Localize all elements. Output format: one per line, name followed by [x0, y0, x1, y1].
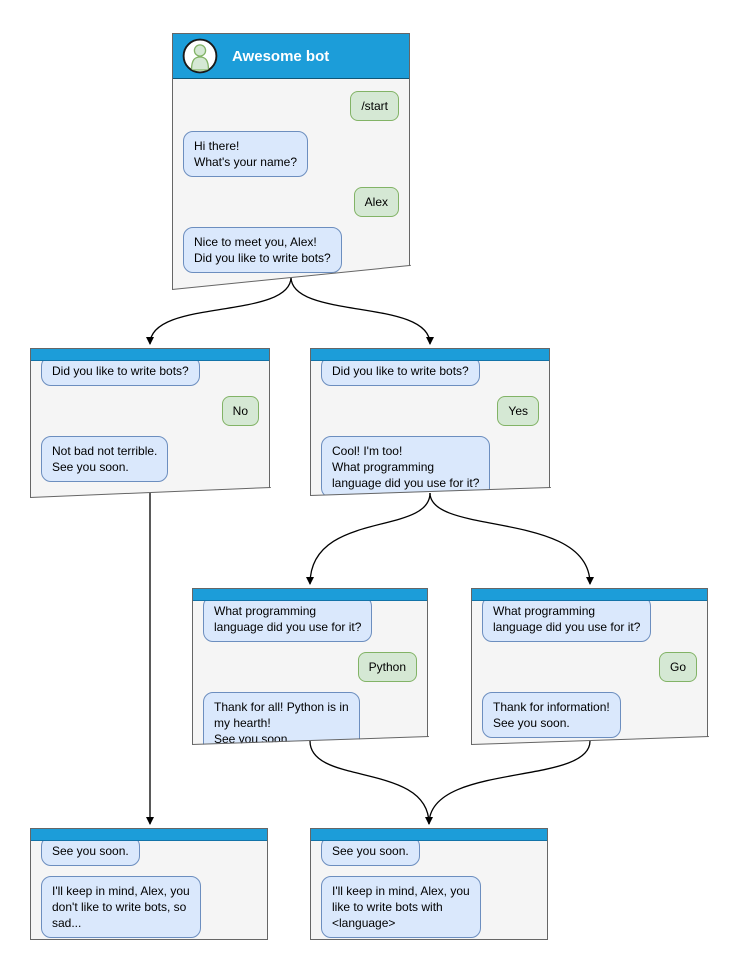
- bot-message-bubble[interactable]: Cool! I'm too! What programming language…: [321, 436, 490, 498]
- chat-window-titlebar: [472, 589, 707, 601]
- bot-message-bubble[interactable]: Hi there! What's your name?: [183, 131, 308, 177]
- edge-yes-to-python[interactable]: [306, 492, 431, 585]
- chat-window-end-yes[interactable]: See you soon. I'll keep in mind, Alex, y…: [310, 828, 548, 940]
- chat-window-titlebar: [31, 829, 267, 841]
- bot-message-bubble[interactable]: See you soon.: [41, 836, 140, 866]
- chat-window-frame: Did you like to write bots? No Not bad n…: [30, 348, 270, 498]
- message-list: /start Hi there! What's your name? Alex …: [173, 79, 409, 285]
- edge-yes-to-go[interactable]: [429, 492, 594, 585]
- edge-start-to-no[interactable]: [146, 276, 292, 345]
- message-list: Did you like to write bots? Yes Cool! I'…: [311, 361, 549, 508]
- message-list: See you soon. I'll keep in mind, Alex, y…: [311, 836, 547, 948]
- bot-message-bubble[interactable]: What programming language did you use fo…: [482, 596, 651, 642]
- user-message-bubble[interactable]: No: [222, 396, 259, 426]
- chat-window-branch-python[interactable]: What programming language did you use fo…: [192, 588, 429, 745]
- chat-window-branch-go[interactable]: What programming language did you use fo…: [471, 588, 709, 745]
- bot-title: Awesome bot: [232, 47, 330, 65]
- user-message-bubble[interactable]: Alex: [354, 187, 399, 217]
- chat-window-header: Awesome bot: [173, 34, 409, 79]
- user-message-bubble[interactable]: /start: [350, 91, 399, 121]
- chat-window-titlebar: [311, 349, 549, 361]
- edge-python-to-end[interactable]: [309, 740, 433, 825]
- chat-window-titlebar: [31, 349, 269, 361]
- user-message-bubble[interactable]: Python: [358, 652, 417, 682]
- chat-window-branch-yes[interactable]: Did you like to write bots? Yes Cool! I'…: [310, 348, 551, 496]
- chat-window-frame: See you soon. I'll keep in mind, Alex, y…: [30, 828, 268, 940]
- chat-window-titlebar: [193, 589, 427, 601]
- chat-window-start[interactable]: Awesome bot /start Hi there! What's your…: [172, 33, 411, 290]
- user-message-bubble[interactable]: Yes: [497, 396, 539, 426]
- chat-window-frame: What programming language did you use fo…: [471, 588, 708, 745]
- user-message-bubble[interactable]: Go: [659, 652, 697, 682]
- bot-message-bubble[interactable]: I'll keep in mind, Alex, you like to wri…: [321, 876, 481, 938]
- message-list: Did you like to write bots? No Not bad n…: [31, 361, 269, 492]
- bot-message-bubble[interactable]: Not bad not terrible. See you soon.: [41, 436, 168, 482]
- chat-window-end-no[interactable]: See you soon. I'll keep in mind, Alex, y…: [30, 828, 268, 940]
- message-list: What programming language did you use fo…: [193, 601, 427, 764]
- chat-window-frame: What programming language did you use fo…: [192, 588, 428, 745]
- bot-message-bubble[interactable]: Thank for information! See you soon.: [482, 692, 621, 738]
- bot-message-bubble[interactable]: Nice to meet you, Alex! Did you like to …: [183, 227, 342, 273]
- message-list: What programming language did you use fo…: [472, 601, 707, 748]
- chat-window-start-frame: Awesome bot /start Hi there! What's your…: [172, 33, 410, 290]
- bot-message-bubble[interactable]: What programming language did you use fo…: [203, 596, 372, 642]
- chat-window-titlebar: [311, 829, 547, 841]
- bot-avatar-icon: [182, 38, 218, 74]
- chat-window-frame: Did you like to write bots? Yes Cool! I'…: [310, 348, 550, 496]
- bot-message-bubble[interactable]: Did you like to write bots?: [41, 356, 200, 386]
- message-list: See you soon. I'll keep in mind, Alex, y…: [31, 836, 267, 948]
- bot-message-bubble[interactable]: I'll keep in mind, Alex, you don't like …: [41, 876, 201, 938]
- edge-go-to-end[interactable]: [428, 740, 591, 825]
- edge-start-to-yes[interactable]: [290, 276, 434, 345]
- chat-window-frame: See you soon. I'll keep in mind, Alex, y…: [310, 828, 548, 940]
- chat-window-branch-no[interactable]: Did you like to write bots? No Not bad n…: [30, 348, 271, 498]
- bot-message-bubble[interactable]: Thank for all! Python is in my hearth! S…: [203, 692, 360, 754]
